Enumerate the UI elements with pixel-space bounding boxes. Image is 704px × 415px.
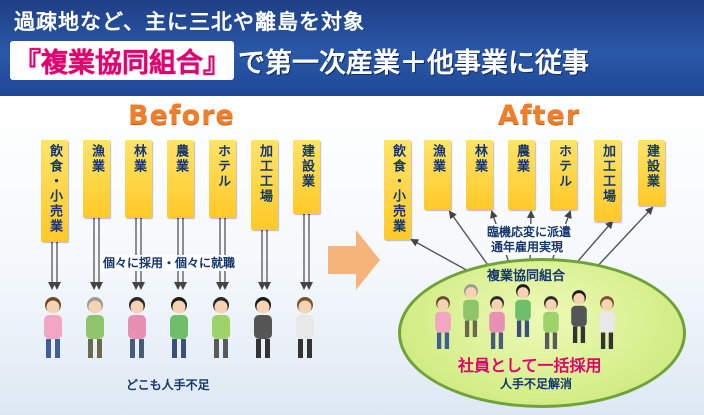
before-footer: どこも人手不足 [126, 378, 210, 392]
after-industry-hotel: ホテル [550, 140, 577, 210]
header-banner: 過疎地など、主に三北や離島を対象 『複業協同組合』 で第一次産業＋他事業に従事 [0, 0, 704, 96]
before-industry-factory: 加工工場 [251, 140, 278, 230]
worker-figure [170, 297, 188, 358]
worker-figure [44, 297, 62, 358]
after-industry-fishery: 漁業 [424, 140, 451, 210]
before-note: 個々に採用・個々に就職 [100, 254, 239, 271]
bulk-hiring-label: 社員として一括採用 [458, 356, 602, 375]
worker-figure [515, 284, 531, 337]
worker-figure [571, 290, 587, 343]
transition-arrow-icon [328, 230, 380, 290]
header-subtitle: 過疎地など、主に三北や離島を対象 [14, 10, 365, 34]
worker-figure [296, 297, 314, 358]
after-industry-retail: 飲食・小売業 [384, 140, 411, 240]
before-industry-hotel: ホテル [209, 140, 236, 218]
after-industry-agriculture: 農業 [508, 140, 535, 210]
header-highlight: 『複業協同組合』 [10, 40, 234, 80]
cooperative-title: 複業協同組合 [487, 269, 566, 284]
worker-figure [212, 297, 230, 358]
before-industry-construction: 建設業 [293, 140, 320, 214]
before-industry-retail: 飲食・小売業 [41, 140, 68, 242]
before-double-arrows [48, 208, 313, 290]
worker-figure [86, 297, 104, 358]
after-note-yearround: 通年雇用実現 [488, 238, 567, 255]
worker-figure [128, 297, 146, 358]
before-industry-forestry: 林業 [125, 140, 152, 218]
header-title-rest: で第一次産業＋他事業に従事 [238, 47, 589, 79]
after-note-dispatch: 臨機応変に派遣 [484, 223, 575, 240]
worker-figure [435, 296, 451, 349]
before-title: Before [128, 100, 235, 131]
after-industry-factory: 加工工場 [594, 140, 621, 222]
before-industry-fishery: 漁業 [83, 140, 110, 218]
worker-figure [599, 296, 615, 349]
before-industry-agriculture: 農業 [167, 140, 194, 218]
after-industry-construction: 建設業 [638, 140, 665, 206]
worker-figure [254, 297, 272, 358]
shortage-resolved-label: 人手不足解消 [500, 377, 573, 391]
after-title: After [498, 100, 581, 131]
header-title: 『複業協同組合』 で第一次産業＋他事業に従事 [10, 36, 589, 84]
worker-figure [463, 284, 479, 337]
after-industry-forestry: 林業 [466, 140, 493, 210]
worker-figure [543, 296, 559, 349]
worker-figure [489, 296, 505, 349]
